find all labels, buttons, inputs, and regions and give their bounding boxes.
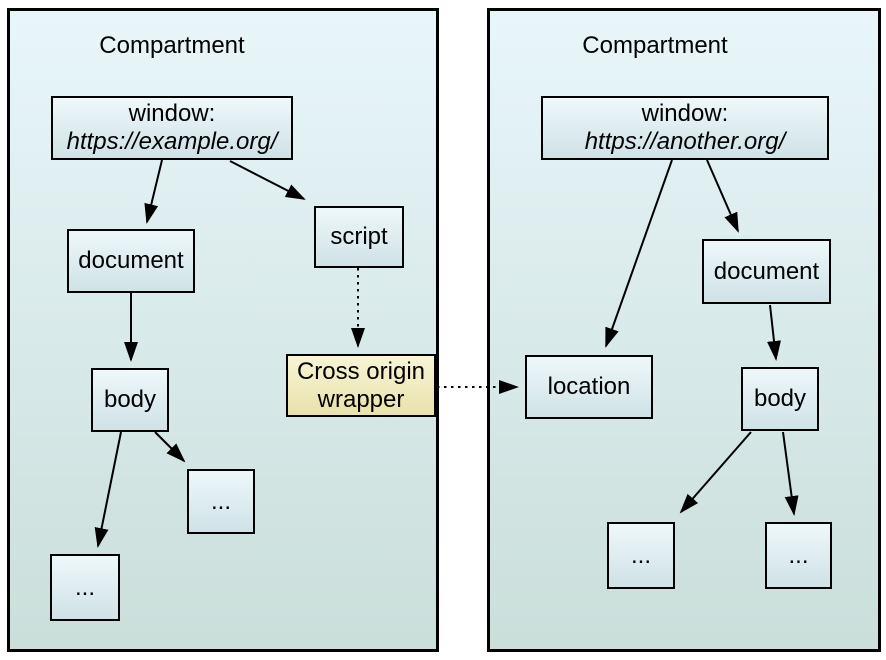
body-label: body xyxy=(103,386,157,413)
window-label: window: xyxy=(128,100,216,127)
arrow-window-to-location xyxy=(605,159,673,348)
node-script: script xyxy=(314,206,404,268)
arrow-body-to-ellipsis-right-b xyxy=(782,431,799,516)
ellipsis-label: ... xyxy=(630,541,651,569)
window-label: window: xyxy=(641,100,729,127)
arrow-body-to-ellipsis-left-b xyxy=(94,431,122,548)
arrow-body-to-ellipsis-right-a xyxy=(679,431,752,514)
node-cross-origin-wrapper: Cross origin wrapper xyxy=(286,354,436,417)
document-label: document xyxy=(78,247,184,274)
ellipsis-label: ... xyxy=(210,487,231,515)
node-location: location xyxy=(525,355,653,419)
wrapper-label-line2: wrapper xyxy=(317,385,405,413)
ellipsis-label: ... xyxy=(74,573,95,601)
arrow-window-to-document-right xyxy=(706,159,739,233)
node-body-left: body xyxy=(91,368,169,432)
node-body-right: body xyxy=(741,367,819,431)
node-ellipsis-right-a: ... xyxy=(607,522,675,589)
arrow-body-to-ellipsis-left-a xyxy=(154,431,186,463)
node-ellipsis-left-b: ... xyxy=(50,554,120,621)
node-window-another: window: https://another.org/ xyxy=(541,96,829,160)
node-ellipsis-right-b: ... xyxy=(765,522,832,589)
node-document-right: document xyxy=(702,239,831,304)
window-url: https://another.org/ xyxy=(584,128,786,155)
body-label: body xyxy=(753,385,807,412)
ellipsis-label: ... xyxy=(788,541,809,569)
compartment-left-title: Compartment xyxy=(99,32,245,59)
document-label: document xyxy=(713,257,820,285)
location-label: location xyxy=(547,373,631,400)
arrow-document-to-body-right xyxy=(767,304,781,361)
node-window-example: window: https://example.org/ xyxy=(51,96,293,160)
compartment-right-title: Compartment xyxy=(582,32,728,59)
wrapper-label-line1: Cross origin xyxy=(296,357,426,385)
node-ellipsis-left-a: ... xyxy=(187,469,255,534)
node-document-left: document xyxy=(67,229,195,293)
arrow-window-to-script xyxy=(229,160,306,200)
script-label: script xyxy=(330,223,388,250)
arrow-window-to-document-left xyxy=(144,159,163,224)
window-url: https://example.org/ xyxy=(66,128,278,155)
